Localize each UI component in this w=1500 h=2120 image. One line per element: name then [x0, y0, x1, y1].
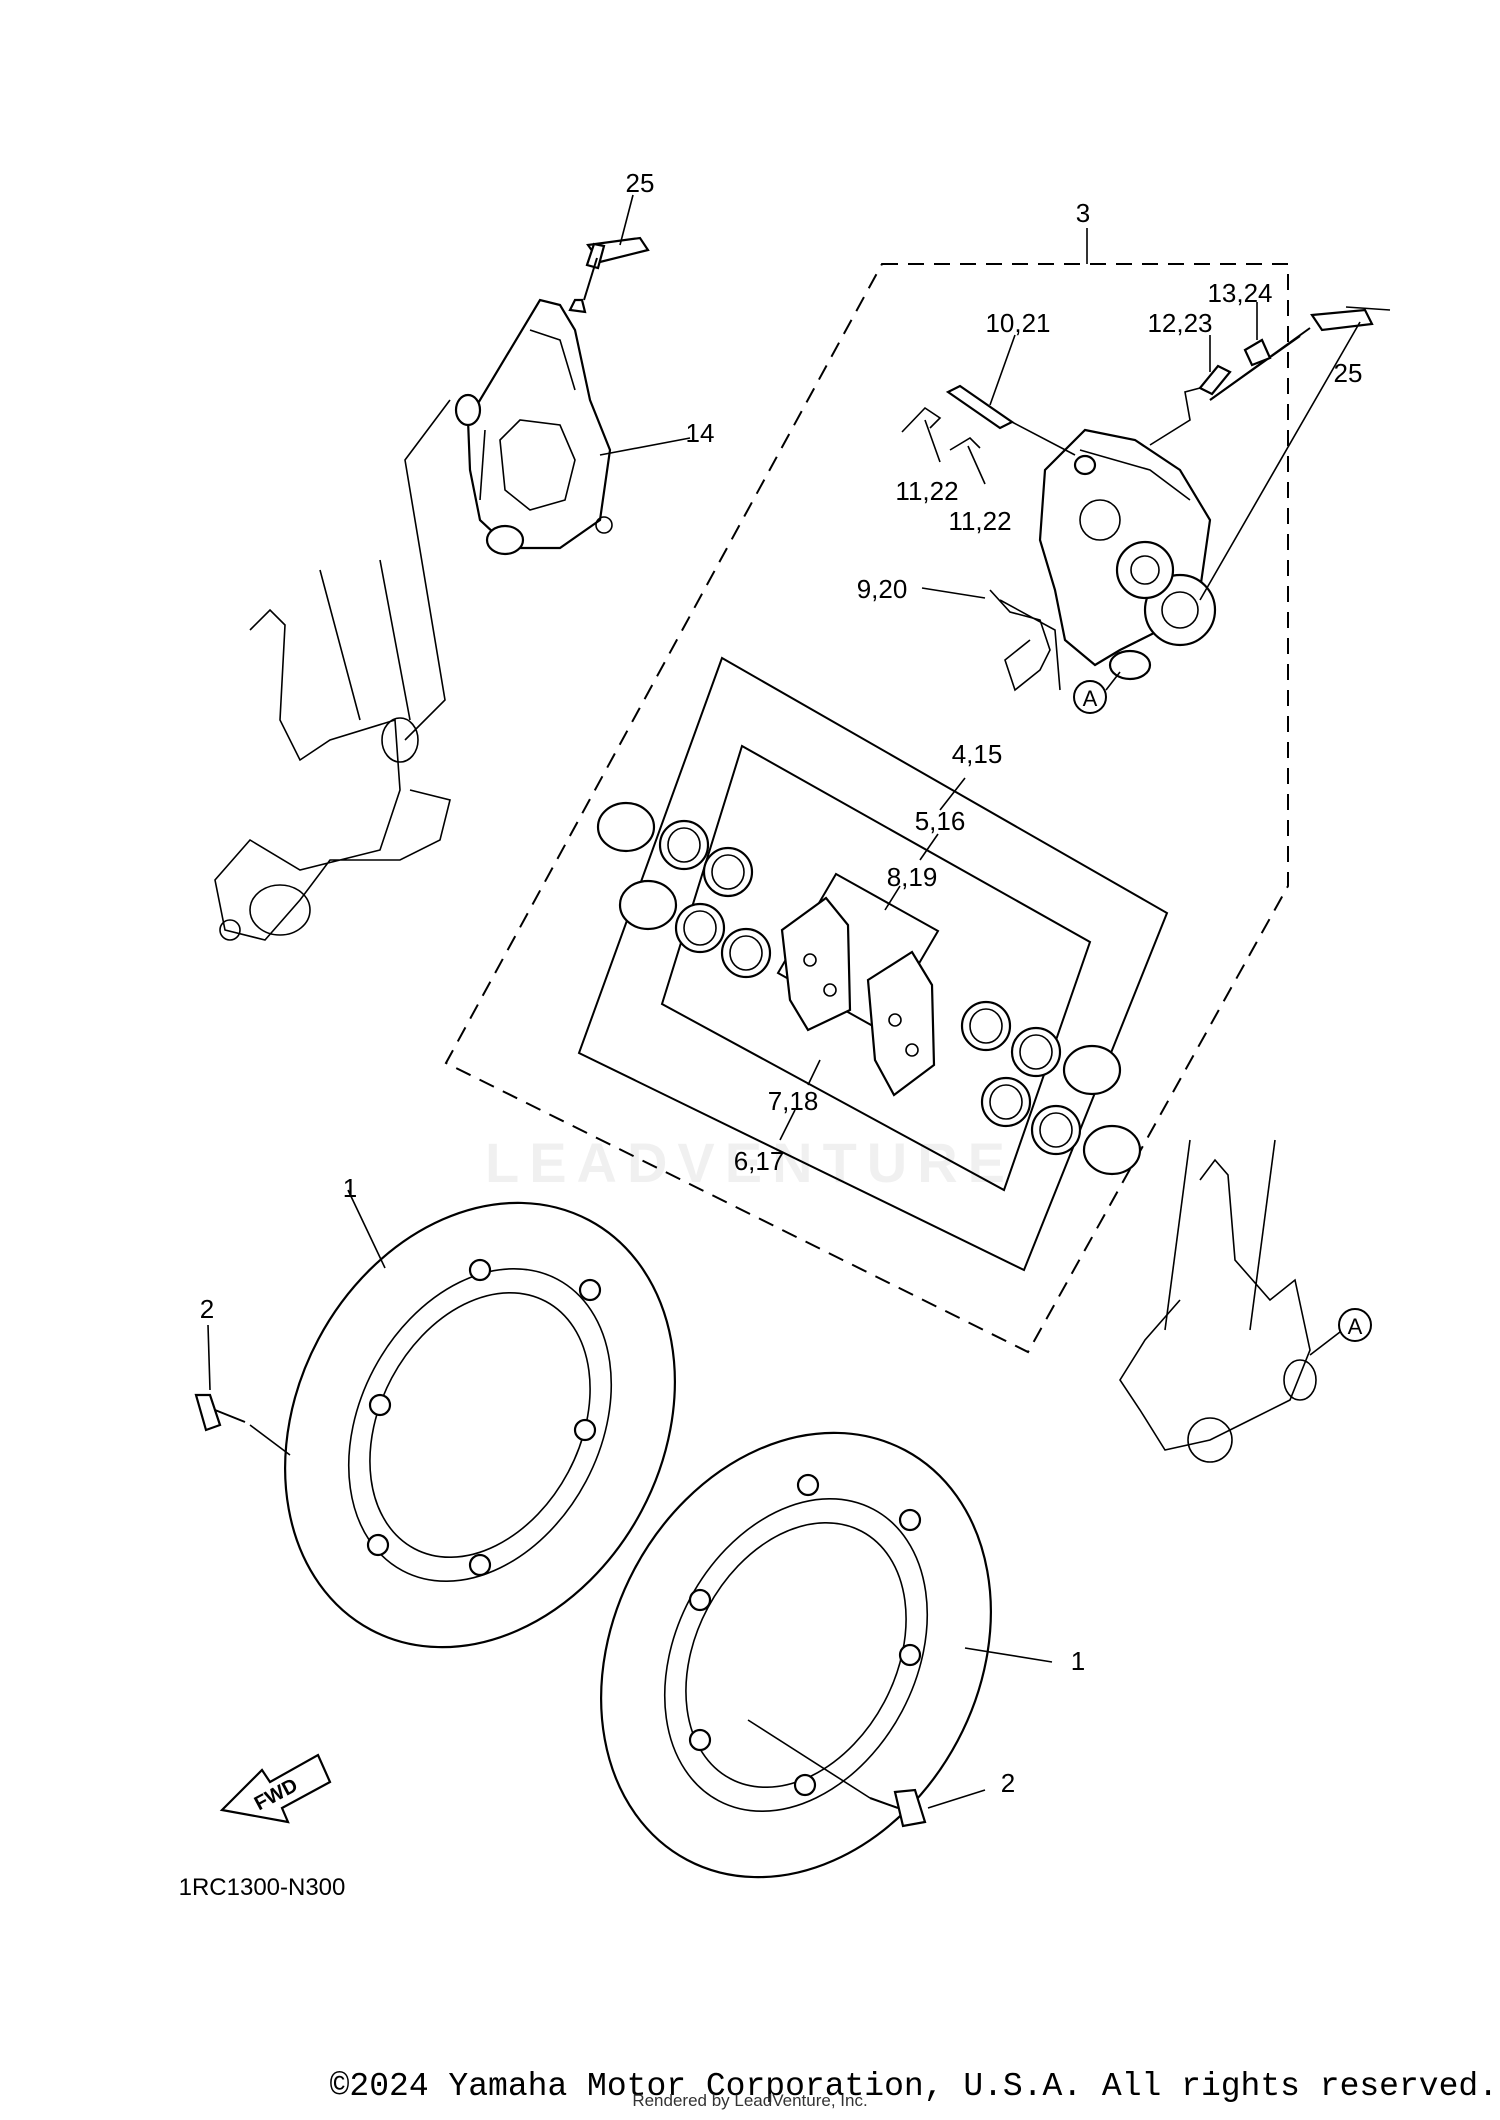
- bleeder-12-23: [1149, 364, 1232, 446]
- label-3: 3: [1076, 198, 1090, 228]
- pin-10-21: [945, 384, 1076, 456]
- label-25-left: 25: [626, 168, 655, 198]
- label-6-17: 6,17: [734, 1146, 785, 1176]
- label-13-24: 13,24: [1207, 278, 1272, 308]
- label-2-left: 2: [200, 1294, 214, 1324]
- label-4-15: 4,15: [952, 739, 1003, 769]
- left-disc-bolt-2: [194, 1393, 246, 1432]
- leader-5-16: [919, 833, 939, 861]
- leader-8-19: [884, 885, 901, 911]
- leader-25-right-mount: [1345, 306, 1391, 311]
- right-disc-bolt-2: [869, 1788, 927, 1828]
- clips-11-22: [901, 406, 986, 485]
- pad-spring-9-20: [989, 589, 1061, 692]
- label-7-18: 7,18: [768, 1086, 819, 1116]
- label-5-16: 5,16: [915, 806, 966, 836]
- left-fork-bottom: [214, 559, 451, 941]
- fwd-arrow: FWD: [219, 1753, 332, 1824]
- leader-2-right: [927, 1789, 986, 1809]
- watermark-logo-text: LEADVENTURE: [484, 1131, 1016, 1194]
- label-14: 14: [686, 418, 715, 448]
- left-caliper-mount-line: [404, 399, 451, 741]
- right-bolt-25: [1209, 308, 1374, 401]
- leader-9-20: [921, 587, 986, 599]
- leader-1-right: [964, 1647, 1053, 1663]
- leader-1-left: [347, 1189, 386, 1269]
- label-1-left: 1: [343, 1173, 357, 1203]
- label-25-right: 25: [1334, 358, 1363, 388]
- right-brake-disc: [600, 1431, 992, 1879]
- leader-14: [599, 437, 691, 456]
- left-bolt-25: [583, 236, 650, 301]
- caliper-assembly-boundary: [444, 263, 1289, 1354]
- pistons-seals-upper-left: [596, 801, 772, 979]
- cap-13-24: [1243, 338, 1272, 367]
- right-caliper: [1038, 428, 1217, 681]
- leader-7-18: [807, 1059, 821, 1086]
- label-9-20: 9,20: [857, 574, 908, 604]
- copyright-text: ©2024 Yamaha Motor Corporation, U.S.A. A…: [329, 2068, 1498, 2105]
- left-bolt-axis: [249, 1424, 291, 1456]
- brake-pads-8-19: [780, 896, 936, 1097]
- right-bolt-line: [1199, 321, 1361, 601]
- leader-4-15: [939, 777, 966, 811]
- left-caliper: [454, 298, 613, 556]
- leader-25-left: [619, 194, 634, 246]
- label-12-23: 12,23: [1147, 308, 1212, 338]
- copyright-notice: ©2024 Yamaha Motor Corporation, U.S.A. A…: [0, 2068, 1500, 2108]
- marker-a-fork: A: [1309, 1308, 1372, 1356]
- label-11-22-b: 11,22: [948, 506, 1011, 536]
- pistons-seals-lower-right: [960, 1000, 1142, 1176]
- label-1-right: 1: [1071, 1646, 1085, 1676]
- leader-10-21: [989, 334, 1016, 406]
- label-8-19: 8,19: [887, 862, 938, 892]
- label-10-21: 10,21: [985, 308, 1050, 338]
- rendered-by-text: Rendered by LeadVenture, Inc.: [632, 2091, 868, 2110]
- diagram-code: 1RC1300-N300: [179, 1874, 346, 1901]
- label-11-22-a: 11,22: [895, 476, 958, 506]
- right-bolt-axis: [747, 1719, 871, 1799]
- svg-text:A: A: [1348, 1314, 1363, 1339]
- right-fork-bottom: [1119, 1139, 1317, 1463]
- label-2-right: 2: [1001, 1768, 1015, 1798]
- svg-text:A: A: [1083, 686, 1098, 711]
- marker-a-caliper: A: [1073, 671, 1121, 714]
- leader-6-17: [779, 1109, 796, 1141]
- left-brake-disc: [284, 1201, 676, 1649]
- leader-2-left: [207, 1324, 211, 1391]
